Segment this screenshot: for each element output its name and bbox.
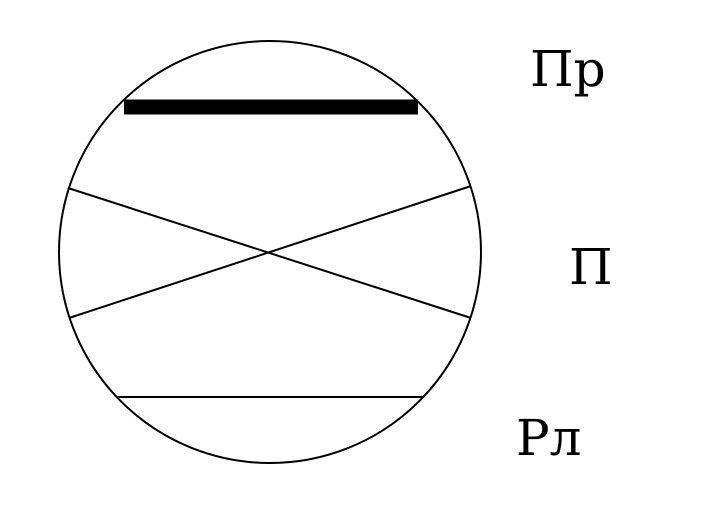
label-top: Пр [530, 40, 606, 98]
outer-circle [58, 40, 482, 464]
label-middle: П [569, 238, 613, 296]
label-bottom: Рл [516, 409, 582, 467]
diagonal-line-up [68, 185, 472, 319]
